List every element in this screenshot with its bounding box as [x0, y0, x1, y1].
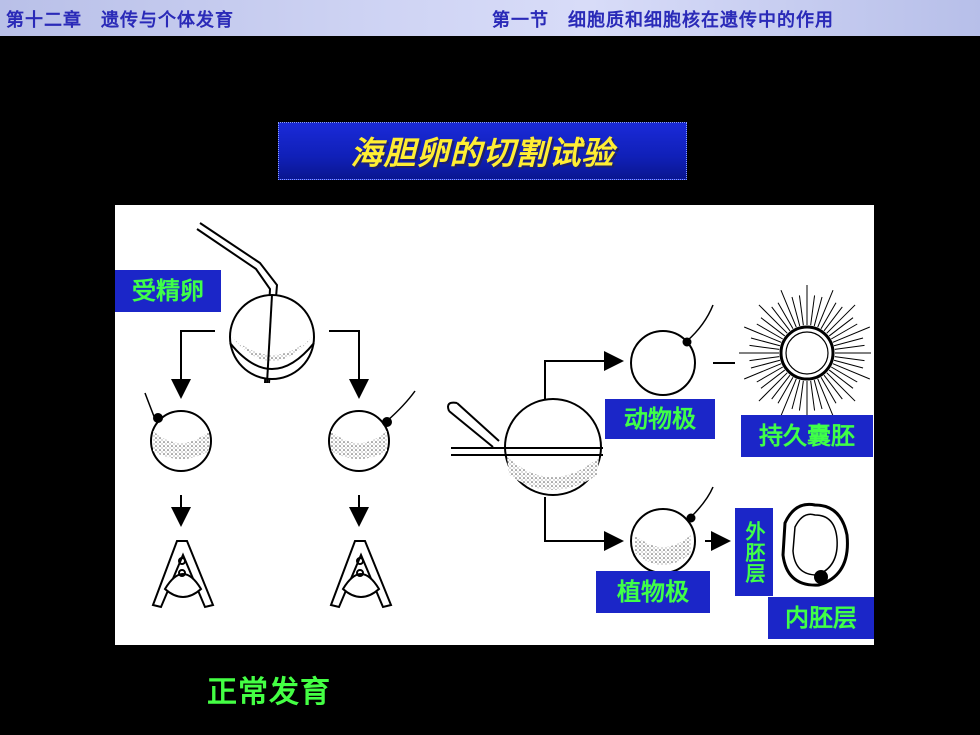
cilium — [777, 302, 794, 330]
cilium — [777, 376, 794, 404]
animal-half-egg — [630, 304, 735, 396]
cutting-needle — [447, 401, 500, 448]
cilium — [771, 306, 791, 332]
cilium — [760, 317, 786, 337]
cilium — [813, 379, 823, 410]
slide-title-box: 海胆卵的切割试验 — [278, 122, 687, 180]
chapter-title: 第十二章 遗传与个体发育 — [6, 10, 234, 31]
cilium — [832, 363, 871, 380]
cilium — [817, 378, 834, 417]
cilium — [828, 317, 854, 337]
label-animal-pole: 动物极 — [605, 399, 715, 439]
label-persistent-blastula: 持久囊胚 — [741, 415, 873, 457]
cilium — [810, 295, 816, 326]
cilium — [743, 326, 782, 343]
cilium — [813, 296, 823, 327]
label-endoderm: 内胚层 — [768, 597, 874, 639]
cilium — [823, 374, 843, 400]
cilium — [758, 372, 788, 402]
cilium — [820, 376, 837, 404]
cilium — [743, 363, 782, 380]
cilium — [749, 344, 780, 350]
cilium — [749, 356, 780, 362]
label-vegetal-pole: 植物极 — [596, 571, 710, 613]
cilium — [750, 359, 781, 369]
gastrula-drawing — [781, 502, 849, 587]
cut-egg-drawing — [451, 398, 603, 496]
cilium — [834, 344, 865, 350]
caption-normal-development: 正常发育 — [207, 675, 331, 710]
section-title: 第一节 细胞质和细胞核在遗传中的作用 — [492, 10, 834, 31]
cilium — [791, 296, 801, 327]
slide-title: 海胆卵的切割试验 — [350, 134, 615, 172]
cilium — [758, 304, 788, 334]
cilium — [798, 295, 804, 326]
cilium — [780, 289, 797, 328]
cilium — [791, 379, 801, 410]
cilium — [828, 369, 854, 389]
cilium — [817, 289, 834, 328]
slide-header: 第十二章 遗传与个体发育 第一节 细胞质和细胞核在遗传中的作用 — [0, 0, 980, 36]
cilium — [834, 356, 865, 362]
cilium — [826, 304, 856, 334]
blastula-cilia — [739, 285, 871, 421]
cilium — [826, 372, 856, 402]
cilium — [760, 369, 786, 389]
cilium — [798, 380, 804, 411]
pluteus-right — [329, 540, 393, 609]
cilium — [756, 323, 784, 340]
cilium — [810, 380, 816, 411]
cilium — [830, 323, 858, 340]
cilium — [756, 366, 784, 383]
label-ectoderm: 外胚层 — [735, 508, 773, 596]
vegetal-half-egg — [630, 486, 714, 574]
cilium — [833, 359, 864, 369]
cilium — [833, 337, 864, 347]
cilium — [830, 366, 858, 383]
half-egg-left — [144, 392, 212, 472]
cilium — [823, 306, 843, 332]
sea-urchin-egg-diagram — [144, 222, 871, 609]
cilium — [750, 337, 781, 347]
fertilized-egg-drawing — [229, 294, 315, 384]
half-egg-right — [328, 390, 416, 472]
label-fertilized-egg: 受精卵 — [115, 270, 221, 312]
cilium — [832, 326, 871, 343]
cilium — [780, 378, 797, 417]
cilium — [820, 302, 837, 330]
pluteus-left — [151, 540, 215, 609]
persistent-blastula-drawing — [779, 325, 835, 381]
cilium — [771, 374, 791, 400]
